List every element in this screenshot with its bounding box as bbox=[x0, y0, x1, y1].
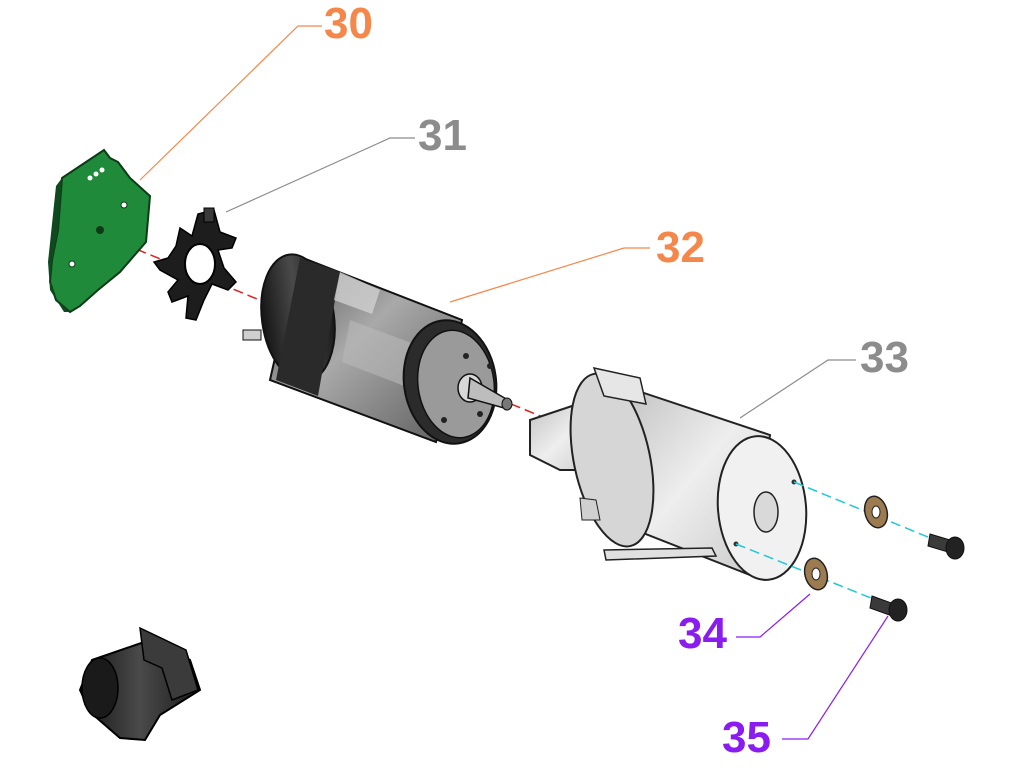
callout-30: 30 bbox=[324, 0, 373, 48]
motor-housing-part bbox=[529, 366, 808, 581]
brush-holder-part bbox=[152, 207, 238, 321]
washer-part bbox=[803, 495, 889, 591]
callout-33: 33 bbox=[860, 333, 909, 382]
dc-motor-part bbox=[242, 253, 513, 445]
leader-lines bbox=[139, 25, 889, 740]
callout-34: 34 bbox=[678, 609, 727, 658]
pcb-board-part bbox=[48, 148, 152, 314]
screw-part bbox=[869, 533, 965, 622]
callout-35: 35 bbox=[722, 713, 771, 762]
callout-32: 32 bbox=[656, 223, 705, 272]
callout-31: 31 bbox=[418, 111, 467, 160]
coupler-part bbox=[78, 626, 202, 742]
callout-labels: 30 31 32 33 34 35 bbox=[324, 0, 909, 762]
